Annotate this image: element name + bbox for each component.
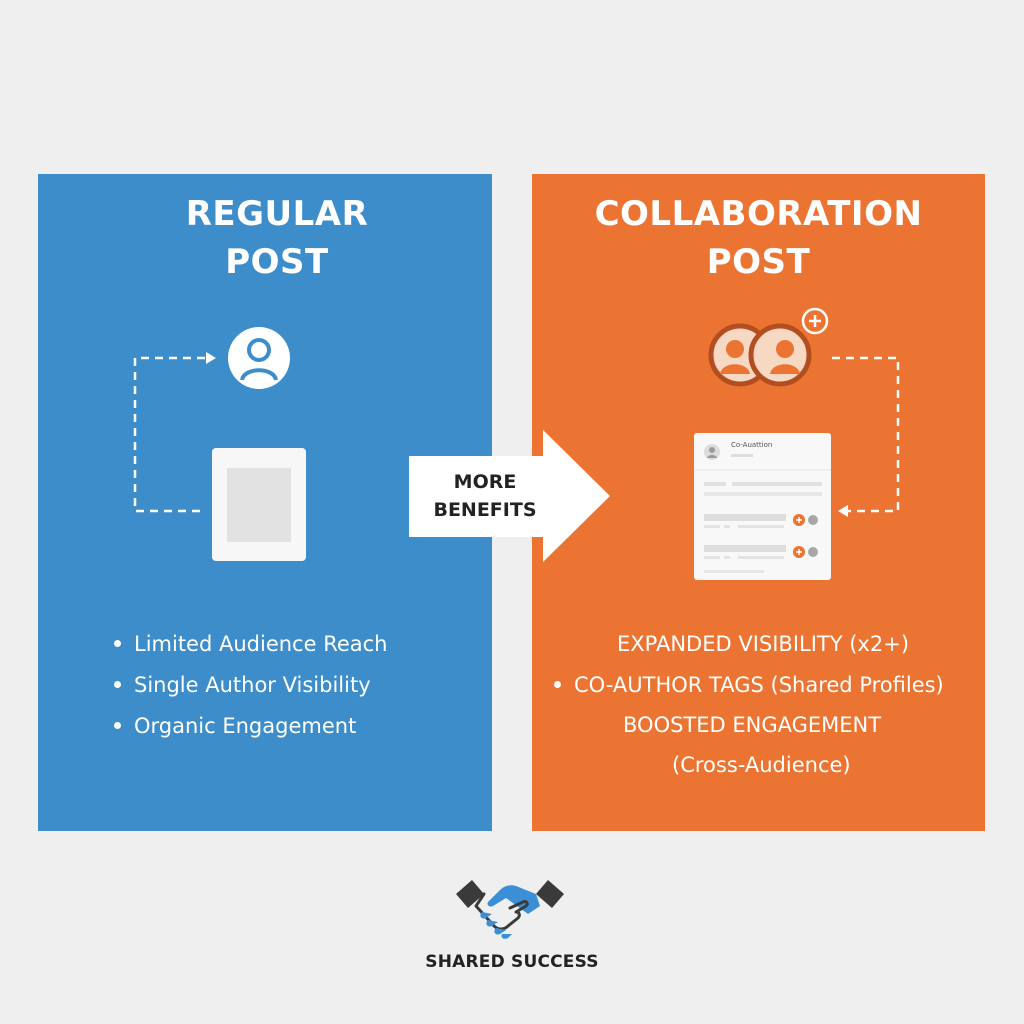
regular-post-title-line1: REGULAR bbox=[185, 194, 369, 234]
bullet-item: Organic Engagement bbox=[113, 706, 388, 747]
benefit-item: EXPANDED VISIBILITY (x2+) bbox=[617, 632, 910, 656]
arrowhead-icon bbox=[838, 505, 848, 517]
regular-post-title-line2: POST bbox=[225, 242, 329, 282]
benefit-item: BOOSTED ENGAGEMENT bbox=[623, 713, 882, 737]
add-collaborator-icon bbox=[801, 307, 829, 335]
more-benefits-arrow bbox=[409, 430, 610, 562]
handshake-icon bbox=[456, 880, 564, 939]
regular-post-illustration bbox=[133, 327, 306, 561]
collab-card-title: Co-Auattion bbox=[731, 441, 773, 449]
benefit-item: CO-AUTHOR TAGS (Shared Profiles) bbox=[554, 665, 944, 705]
more-benefits-label-line2: BENEFITS bbox=[433, 499, 537, 521]
more-benefits-label: MORE BENEFITS bbox=[410, 468, 560, 524]
collaboration-post-illustration bbox=[694, 307, 900, 580]
bullet-item: Single Author Visibility bbox=[113, 665, 388, 706]
collab-flow-arrow bbox=[832, 356, 900, 513]
shared-success-label: SHARED SUCCESS bbox=[425, 952, 599, 972]
benefit-item-text: CO-AUTHOR TAGS (Shared Profiles) bbox=[574, 673, 944, 697]
benefit-item: (Cross-Audience) bbox=[672, 753, 851, 777]
collaboration-post-panel: COLLABORATION POST bbox=[532, 174, 985, 831]
co-authors-icon bbox=[708, 323, 812, 387]
collaboration-post-title-line2: POST bbox=[706, 242, 811, 282]
regular-post-title: REGULAR POST bbox=[38, 190, 492, 286]
collaboration-post-title: COLLABORATION POST bbox=[532, 190, 985, 286]
user-icon bbox=[228, 327, 290, 389]
post-document-icon bbox=[212, 448, 306, 561]
arrowhead-icon bbox=[206, 352, 216, 364]
regular-flow-arrow bbox=[133, 356, 206, 513]
more-benefits-label-line1: MORE bbox=[453, 471, 517, 493]
collab-post-card bbox=[694, 433, 831, 580]
regular-post-bullets: Limited Audience Reach Single Author Vis… bbox=[113, 624, 388, 747]
collaboration-post-title-line1: COLLABORATION bbox=[594, 194, 923, 234]
bullet-item: Limited Audience Reach bbox=[113, 624, 388, 665]
